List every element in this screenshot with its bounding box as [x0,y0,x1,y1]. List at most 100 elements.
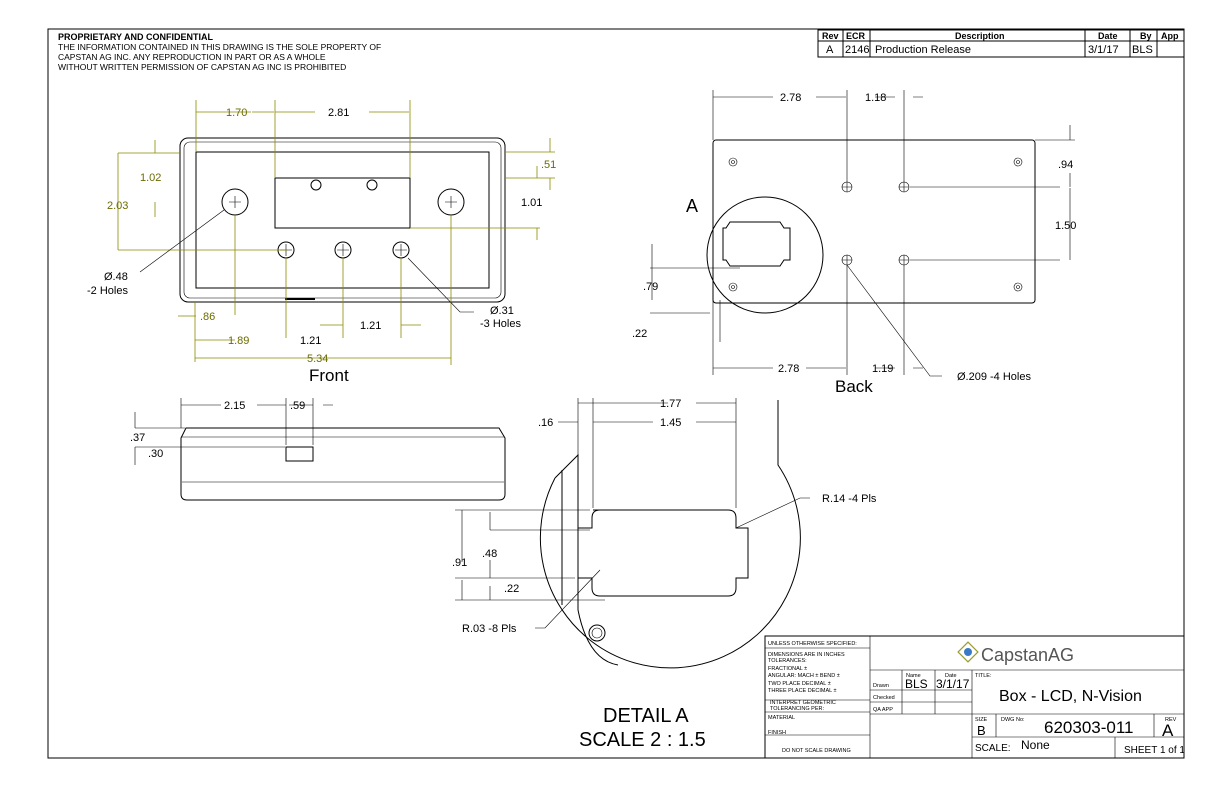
side-view: 2.15 .59 .37 .30 [130,398,506,501]
drawn-date: 3/1/17 [936,677,970,691]
description-cell: Production Release [875,44,971,56]
dim-label: 1.21 [360,320,381,332]
company-name: CapstanAG [981,645,1074,665]
dim-label: .59 [290,400,305,412]
dim-label: .22 [504,583,519,595]
notice-line: CAPSTAN AG INC. ANY REPRODUCTION IN PART… [58,52,326,62]
notice-line: WITHOUT WRITTEN PERMISSION OF CAPSTAN AG… [58,62,346,72]
back-view: 2.78 1.18 .94 1.50 .79 .22 2.78 1.19 Ø.2… [632,90,1076,396]
dim-label: 2.78 [780,92,801,104]
dim-label: 1.18 [865,92,886,104]
tb-note: THREE PLACE DECIMAL ± [768,688,837,694]
tb-col-name: Name [906,673,921,679]
tb-note: DO NOT SCALE DRAWING [782,748,851,754]
small-holes [277,241,410,259]
sheet-size: B [977,723,986,738]
confidentiality-notice: PROPRIETARY AND CONFIDENTIAL THE INFORMA… [58,32,381,72]
drawing-scale: None [1021,738,1050,752]
hole-note: -3 Holes [480,318,521,330]
hole-note: Ø.48 [104,271,128,283]
hole-note: Ø.209 -4 Holes [957,371,1031,383]
dim-label: .91 [452,557,467,569]
drawing-rev: A [1162,721,1174,740]
detail-title: DETAIL A [603,705,689,727]
dim-label: .94 [1058,159,1073,171]
detail-a-view: 1.77 1.45 .16 .91 .48 .22 R.14 -4 Pls R.… [452,398,877,751]
tb-dwg-label: DWG No: [1001,717,1025,723]
date-header: Date [1098,31,1118,41]
tb-note: FRACTIONAL ± [768,666,807,672]
dim-label: 1.89 [228,335,249,347]
dim-label: 1.70 [226,107,247,119]
large-holes [221,188,465,216]
dim-label: 2.03 [107,200,128,212]
revision-table: Rev ECR Description Date By App A 2146 P… [817,29,1185,58]
detail-a-circle [706,196,824,314]
tb-role: QA APP [873,707,893,713]
tb-size-label: SIZE [975,717,988,723]
dim-label: .51 [541,159,556,171]
title-block: UNLESS OTHERWISE SPECIFIED: DIMENSIONS A… [764,635,1185,759]
tb-title-label: TITLE: [975,673,992,679]
front-view: 1.70 2.81 .51 1.02 2.03 1.01 .86 1.89 5.… [87,100,556,385]
rev-header: Rev [822,31,839,41]
notice-line: THE INFORMATION CONTAINED IN THIS DRAWIN… [58,42,381,52]
tb-role: Drawn [873,683,889,689]
radius-note: R.14 -4 Pls [822,493,877,505]
dim-label: 1.77 [660,398,681,410]
dim-label: .79 [643,281,658,293]
dim-label: 5.34 [307,353,328,365]
drawing-number: 620303-011 [1044,718,1134,737]
dim-label: 1.19 [872,363,893,375]
date-cell: 3/1/17 [1088,44,1119,56]
tb-col-date: Date [945,673,957,679]
company-logo: CapstanAG [957,641,1074,665]
dim-label: .86 [200,311,215,323]
lcd-window [274,177,411,229]
tb-note: TOLERANCING PER: [770,706,824,712]
by-header: By [1140,31,1152,41]
dim-label: .16 [538,417,553,429]
connector-cutout [722,221,791,267]
dim-label: 1.45 [660,417,681,429]
tb-note: TWO PLACE DECIMAL ± [768,681,831,687]
by-cell: BLS [1132,44,1153,56]
sheet-number: SHEET 1 of 1 [1124,745,1185,756]
view-label-front: Front [309,366,349,385]
hole-note: -2 Holes [87,285,128,297]
detail-scale: SCALE 2 : 1.5 [579,729,706,751]
tb-note: TOLERANCES: [768,658,807,664]
dim-label: 2.78 [778,363,799,375]
view-label-back: Back [835,377,873,396]
tb-note: UNLESS OTHERWISE SPECIFIED: [768,641,857,647]
dim-label: 1.01 [521,197,542,209]
ecr-header: ECR [846,31,866,41]
tb-scale-label: SCALE: [975,743,1011,754]
sheet-border [47,28,1185,759]
tb-role: Checked [873,695,895,701]
ecr-cell: 2146 [845,44,869,56]
dim-label: .37 [130,432,145,444]
tb-note: FINISH [768,730,786,736]
tb-note: DIMENSIONS ARE IN INCHES [768,652,845,658]
tb-note: INTERPRET GEOMETRIC [770,700,836,706]
tb-rev-label: REV [1165,717,1177,723]
dim-label: 2.15 [224,400,245,412]
drawing-title: Box - LCD, N-Vision [999,688,1142,705]
dim-label: 1.02 [140,172,161,184]
drawn-name: BLS [905,677,928,691]
app-header: App [1161,31,1179,41]
description-header: Description [955,31,1005,41]
rev-cell: A [826,44,834,56]
dim-label: 2.81 [328,107,349,119]
notice-title: PROPRIETARY AND CONFIDENTIAL [58,32,214,42]
dim-label: 1.21 [300,335,321,347]
dim-label: 1.50 [1055,220,1076,232]
hole-note: Ø.31 [490,305,514,317]
radius-note: R.03 -8 Pls [462,623,517,635]
tb-note: ANGULAR: MACH ± BEND ± [768,673,840,679]
detail-callout-a: A [686,196,698,216]
dim-label: .22 [632,328,647,340]
dim-label: .48 [482,548,497,560]
